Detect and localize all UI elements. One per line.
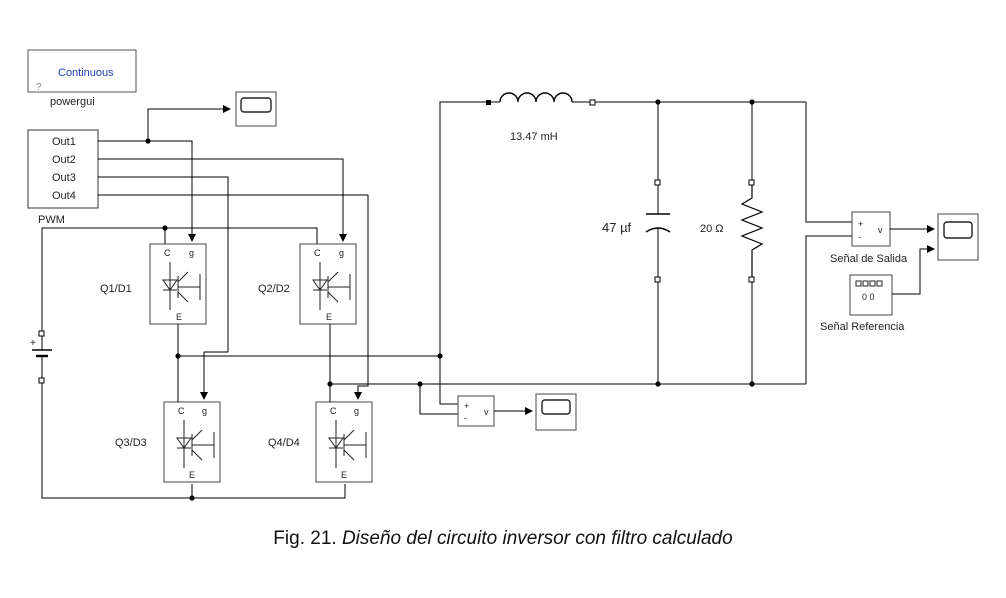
reference-signal-label: Señal Referencia (820, 321, 905, 333)
pwm-out4-label: Out4 (52, 190, 76, 202)
inverter-scope[interactable] (535, 393, 577, 431)
q2-g-pin: g (339, 248, 344, 258)
switch-q2[interactable]: C g E Q2/D2 (258, 243, 357, 325)
vm-inv-minus: - (464, 413, 467, 423)
vm-out-v: v (878, 225, 883, 235)
caption-title: Diseño del circuito inversor con filtro … (341, 528, 733, 549)
q4-c-pin: C (330, 406, 337, 416)
output-signal-label: Señal de Salida (830, 253, 908, 265)
vm-out-plus: + (858, 219, 863, 229)
resistor[interactable]: 20 Ω (700, 179, 764, 283)
q3-g-pin: g (202, 406, 207, 416)
q1-g-pin: g (189, 248, 194, 258)
figure-caption: Fig. 21. Diseño del circuito inversor co… (0, 528, 1006, 550)
switch-q4[interactable]: C g E Q4/D4 (268, 401, 373, 483)
q2-e-pin: E (326, 312, 332, 322)
inverter-voltage-measurement[interactable]: + - v (457, 395, 495, 427)
switch-q2-label: Q2/D2 (258, 283, 290, 295)
q4-e-pin: E (341, 470, 347, 480)
q1-e-pin: E (176, 312, 182, 322)
capacitor-value: 47 µf (602, 220, 632, 235)
output-scope[interactable] (937, 213, 979, 261)
pwm-out3-label: Out3 (52, 172, 76, 184)
switch-q4-label: Q4/D4 (268, 437, 300, 449)
pwm-out1-label: Out1 (52, 136, 76, 148)
switch-q3-label: Q3/D3 (115, 437, 147, 449)
powergui-icon: ? (36, 82, 42, 93)
resistor-value: 20 Ω (700, 223, 724, 235)
switch-q1-label: Q1/D1 (100, 283, 132, 295)
pwm-block[interactable]: Out1 Out2 Out3 Out4 PWM (27, 129, 99, 226)
output-voltage-measurement[interactable]: + - v Señal de Salida (830, 211, 908, 265)
switch-q1[interactable]: C g E Q1/D1 (100, 243, 207, 325)
bridge-output-wires (177, 101, 806, 415)
q3-e-pin: E (189, 470, 195, 480)
battery-plus-label: + (30, 338, 36, 349)
q1-c-pin: C (164, 248, 171, 258)
pwm-label: PWM (38, 214, 65, 226)
inductor[interactable]: 13.47 mH (486, 92, 596, 143)
caption-number: Fig. 21. (273, 528, 337, 549)
filter-wires (595, 101, 852, 384)
vm-out-minus: - (858, 232, 861, 242)
powergui-label: powergui (50, 96, 95, 108)
vm-inv-plus: + (464, 401, 469, 411)
pwm-out2-label: Out2 (52, 154, 76, 166)
powergui-mode: Continuous (58, 67, 114, 79)
vm-inv-v: v (484, 407, 489, 417)
powergui-block[interactable]: Continuous ? powergui (27, 49, 137, 108)
display-value: 0 0 (862, 292, 875, 302)
pwm-scope[interactable] (235, 91, 277, 127)
capacitor[interactable]: 47 µf (602, 179, 671, 283)
inductor-value: 13.47 mH (510, 131, 558, 143)
switch-q3[interactable]: C g E Q3/D3 (115, 401, 221, 483)
q3-c-pin: C (178, 406, 185, 416)
pwm-signal-wires (98, 105, 369, 400)
reference-display[interactable]: 0 0 Señal Referencia (820, 274, 905, 333)
dc-battery[interactable]: + (30, 330, 52, 384)
q2-c-pin: C (314, 248, 321, 258)
q4-g-pin: g (354, 406, 359, 416)
